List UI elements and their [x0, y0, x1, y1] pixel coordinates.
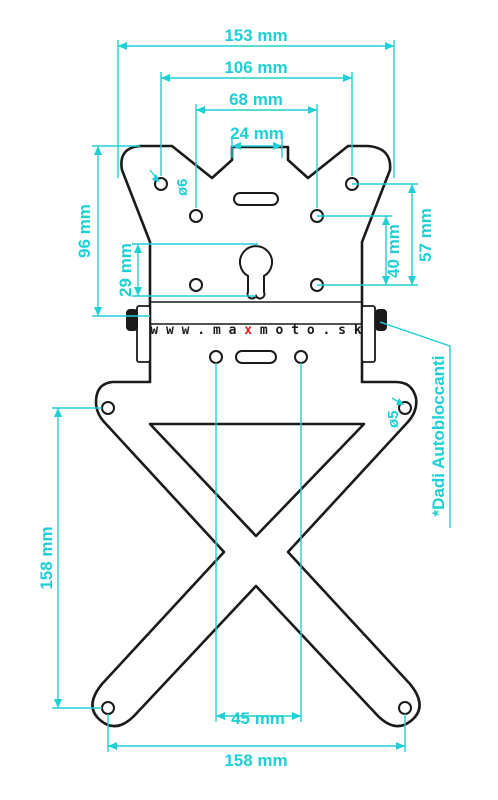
left-clip — [136, 305, 151, 363]
keyhole-slot — [239, 245, 273, 300]
label-106: 106 mm — [224, 58, 287, 77]
brand-accent: x — [244, 323, 252, 338]
lock-nuts — [126, 309, 387, 331]
hole-mid-left — [189, 278, 203, 292]
dimension-arrows — [54, 42, 416, 750]
upper-plate — [120, 144, 392, 302]
label-57: 57 mm — [416, 208, 435, 262]
right-clip — [361, 305, 376, 363]
label-45: 45 mm — [231, 709, 285, 728]
slot-lower — [235, 350, 277, 364]
label-153: 153 mm — [224, 26, 287, 45]
brand-prefix: w w w . m a — [150, 323, 244, 338]
note-leader — [379, 321, 451, 528]
hole-foot-right — [398, 701, 412, 715]
hole-lower-left — [209, 350, 223, 364]
label-40: 40 mm — [384, 224, 403, 278]
label-hole-5: ø5 — [385, 410, 402, 428]
hole-side-left — [101, 401, 115, 415]
brand-suffix: m o t o . s k — [252, 323, 362, 338]
top-triangle-cutout — [148, 422, 366, 538]
right-lock-nut-icon — [375, 309, 387, 331]
label-158-horizontal: 158 mm — [224, 751, 287, 770]
holes — [101, 177, 412, 715]
left-lock-nut-icon — [126, 309, 138, 331]
label-hole-6: ø6 — [174, 178, 191, 196]
slot-top — [233, 192, 279, 206]
label-29: 29 mm — [116, 243, 135, 297]
label-24: 24 mm — [230, 124, 284, 143]
hole-lower-right — [294, 350, 308, 364]
hole-upper-left — [189, 209, 203, 223]
label-158-vertical: 158 mm — [37, 526, 56, 589]
label-lock-nut-note: *Dadi Autobloccanti — [429, 356, 448, 517]
label-68: 68 mm — [229, 90, 283, 109]
hole-foot-left — [101, 701, 115, 715]
bracket-outline — [91, 144, 421, 728]
lower-plate — [91, 302, 421, 728]
brand-url: w w w . m a x m o t o . s k — [150, 323, 361, 338]
dimension-lines — [52, 40, 451, 752]
dimension-labels: 153 mm 106 mm 68 mm 24 mm ø6 96 mm 29 mm… — [37, 26, 448, 770]
label-96: 96 mm — [75, 204, 94, 258]
